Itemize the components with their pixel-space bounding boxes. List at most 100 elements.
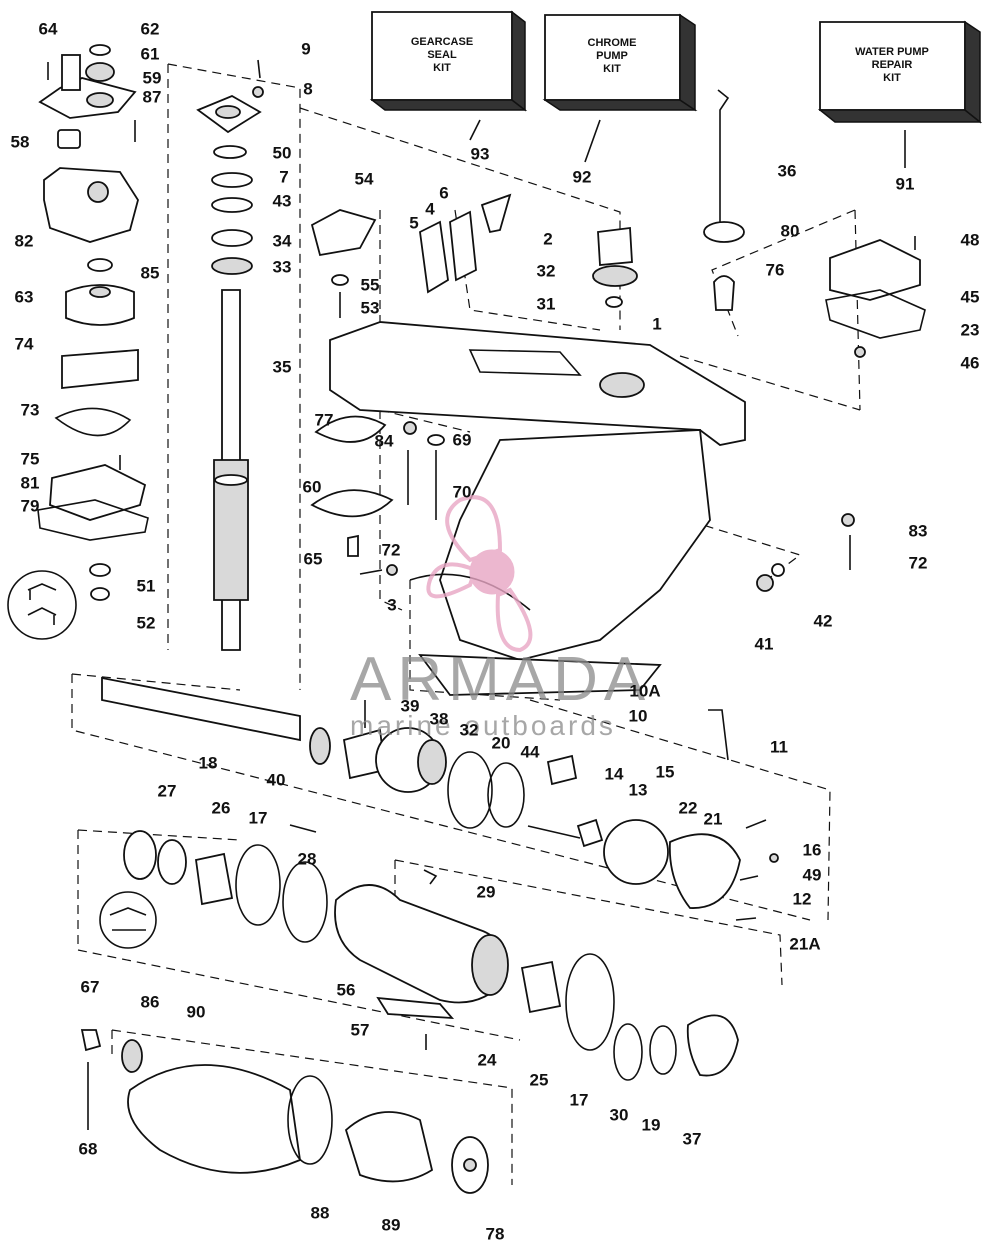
callout-40: 40 bbox=[267, 770, 286, 789]
callout-4: 4 bbox=[425, 199, 435, 218]
callout-16: 16 bbox=[803, 840, 822, 859]
callout-59: 59 bbox=[143, 68, 162, 87]
callout-7: 7 bbox=[279, 167, 288, 186]
callout-75: 75 bbox=[21, 449, 40, 468]
callout-29: 29 bbox=[477, 882, 496, 901]
callout-15: 15 bbox=[656, 762, 675, 781]
callout-62: 62 bbox=[141, 19, 160, 38]
callout-3: 3 bbox=[387, 595, 396, 614]
watermark: ARMADA marine outboards bbox=[350, 495, 645, 741]
gearcase-housing bbox=[329, 321, 746, 696]
callout-20: 20 bbox=[492, 733, 511, 752]
callout-89: 89 bbox=[382, 1215, 401, 1234]
callout-54: 54 bbox=[355, 169, 374, 188]
callout-84: 84 bbox=[375, 431, 394, 450]
callout-67: 67 bbox=[81, 977, 100, 996]
callout-24: 24 bbox=[478, 1050, 497, 1069]
callout-64: 64 bbox=[39, 19, 58, 38]
kit-chrome-pump bbox=[542, 13, 698, 163]
callout-68: 68 bbox=[79, 1139, 98, 1158]
bearing-housing-parts bbox=[99, 824, 739, 1081]
gearcase-seal-kit-line: GEARCASE bbox=[411, 36, 473, 48]
callout-48: 48 bbox=[961, 230, 980, 249]
callout-17: 17 bbox=[249, 808, 268, 827]
chrome-pump-kit-line: PUMP bbox=[596, 50, 628, 62]
callout-74: 74 bbox=[15, 334, 34, 353]
callout-6: 6 bbox=[439, 183, 448, 202]
callout-58: 58 bbox=[11, 132, 30, 151]
callout-10: 10 bbox=[629, 706, 648, 725]
callout-81: 81 bbox=[21, 473, 40, 492]
callout-72: 72 bbox=[909, 553, 928, 572]
callout-57: 57 bbox=[351, 1020, 370, 1039]
callout-70: 70 bbox=[453, 482, 472, 501]
kit-water-pump-repair bbox=[817, 20, 983, 168]
driveshaft-parts bbox=[196, 59, 264, 651]
callout-93: 93 bbox=[471, 144, 490, 163]
callout-82: 82 bbox=[15, 231, 34, 250]
callout-80: 80 bbox=[781, 221, 800, 240]
callout-9: 9 bbox=[301, 39, 310, 58]
callout-11: 11 bbox=[770, 737, 788, 756]
callout-32: 32 bbox=[460, 720, 479, 739]
callout-18: 18 bbox=[199, 753, 218, 772]
water-pump-parts bbox=[7, 44, 149, 640]
callout-55: 55 bbox=[361, 275, 380, 294]
callout-53: 53 bbox=[361, 298, 380, 317]
callout-43: 43 bbox=[273, 191, 292, 210]
group-outlines bbox=[71, 63, 861, 1185]
callout-25: 25 bbox=[530, 1070, 549, 1089]
callout-44: 44 bbox=[521, 742, 540, 761]
callout-61: 61 bbox=[141, 44, 160, 63]
callout-51: 51 bbox=[137, 576, 156, 595]
callout-56: 56 bbox=[337, 980, 356, 999]
callout-21: 21 bbox=[704, 809, 723, 828]
callout-69: 69 bbox=[453, 430, 472, 449]
gearcase-seal-kit-line: KIT bbox=[433, 62, 451, 74]
callout-19: 19 bbox=[642, 1115, 661, 1134]
callout-21a: 21A bbox=[789, 934, 820, 953]
callout-13: 13 bbox=[629, 780, 648, 799]
callout-17: 17 bbox=[570, 1090, 589, 1109]
callout-26: 26 bbox=[212, 798, 231, 817]
kit-gearcase-seal bbox=[369, 10, 528, 141]
callout-76: 76 bbox=[766, 260, 785, 279]
callout-14: 14 bbox=[605, 764, 624, 783]
callout-46: 46 bbox=[961, 353, 980, 372]
callout-85: 85 bbox=[141, 263, 160, 282]
water-pump-repair-kit-line: WATER PUMP bbox=[855, 46, 929, 58]
callout-39: 39 bbox=[401, 696, 420, 715]
water-pump-repair-kit-line: REPAIR bbox=[872, 59, 913, 71]
callout-49: 49 bbox=[803, 865, 822, 884]
callout-34: 34 bbox=[273, 231, 292, 250]
callout-10a: 10A bbox=[629, 681, 660, 700]
callout-60: 60 bbox=[303, 477, 322, 496]
callout-28: 28 bbox=[298, 849, 317, 868]
callout-78: 78 bbox=[486, 1224, 505, 1243]
callout-83: 83 bbox=[909, 521, 928, 540]
callout-91: 91 bbox=[896, 174, 915, 193]
callout-31: 31 bbox=[537, 294, 556, 313]
chrome-pump-kit-line: KIT bbox=[603, 63, 621, 75]
callout-90: 90 bbox=[187, 1002, 206, 1021]
callout-79: 79 bbox=[21, 496, 40, 515]
callout-87: 87 bbox=[143, 87, 162, 106]
watermark-propeller-icon bbox=[426, 495, 533, 653]
chrome-pump-kit-line: CHROME bbox=[588, 37, 637, 49]
callout-88: 88 bbox=[311, 1203, 330, 1222]
callout-42: 42 bbox=[814, 611, 833, 630]
watermark-subtitle: marine outboards bbox=[350, 710, 616, 741]
callout-5: 5 bbox=[409, 213, 418, 232]
callout-50: 50 bbox=[273, 143, 292, 162]
callout-72: 72 bbox=[382, 540, 401, 559]
callout-33: 33 bbox=[273, 257, 292, 276]
callout-63: 63 bbox=[15, 287, 34, 306]
water-pump-repair-kit-line: KIT bbox=[883, 72, 901, 84]
callout-73: 73 bbox=[21, 400, 40, 419]
shift-parts bbox=[310, 415, 855, 592]
callout-32: 32 bbox=[537, 261, 556, 280]
callout-1: 1 bbox=[652, 314, 661, 333]
